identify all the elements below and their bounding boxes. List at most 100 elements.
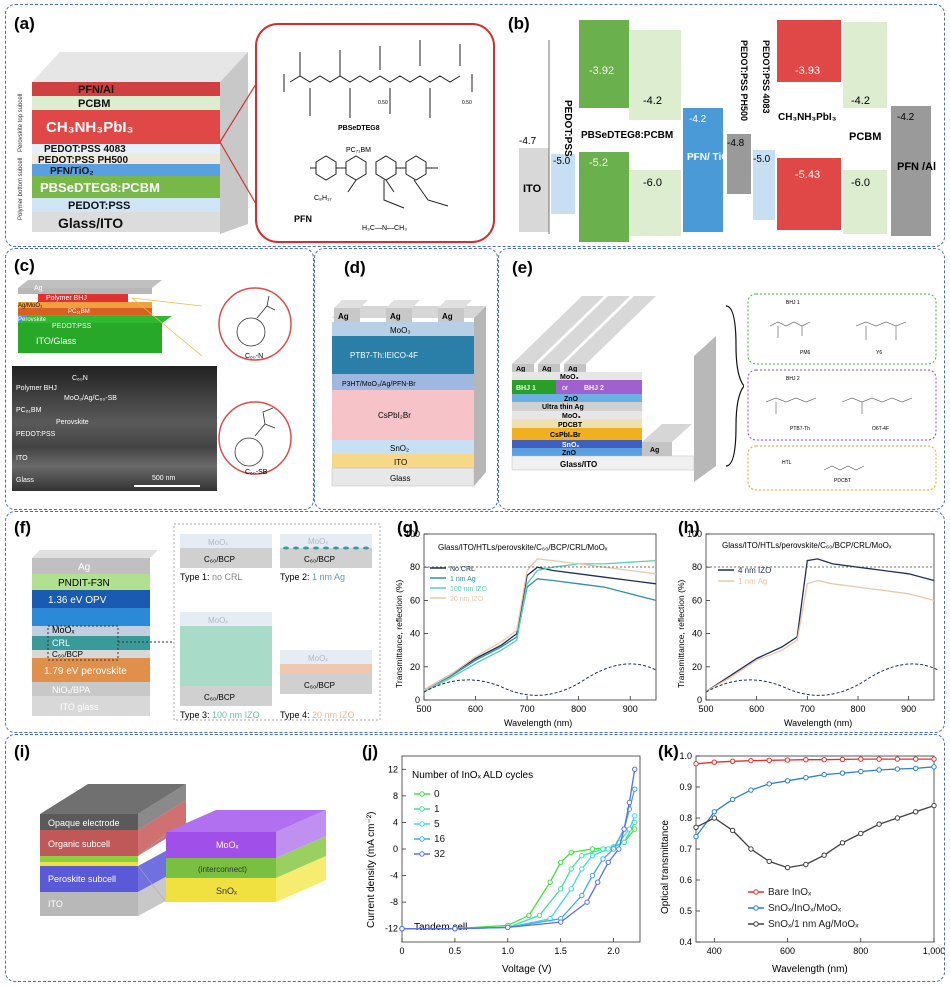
a-layer-pfn-al: PFN/Al <box>78 84 114 96</box>
j-series-4-point <box>399 926 405 932</box>
f-type3-label: Type 3: <box>180 710 210 720</box>
c-sem-c60n: C₆₀N <box>72 375 88 382</box>
j-series-2-point <box>632 813 638 819</box>
j-series-2-point <box>605 846 611 852</box>
svg-text:Type 1: no CRL: Type 1: no CRL <box>180 572 243 582</box>
e-layer-pdcbt: PDCBT <box>558 422 583 429</box>
k-xlabel: Wavelength (nm) <box>772 964 848 975</box>
a-mol1-label: PBSeDTEG8 <box>338 125 380 132</box>
a-layer-pbsedteg8: PBSeDTEG8:PCBM <box>40 180 160 195</box>
panel-label-d: (d) <box>344 258 366 277</box>
e-side-contact: Ag <box>650 447 659 454</box>
f-type3-moox: MoOₓ <box>208 616 228 625</box>
k-series-2-point <box>729 827 736 834</box>
k-legend-marker <box>753 905 759 911</box>
j-legend-title: Number of InOₓ ALD cycles <box>412 770 533 781</box>
j-ytick-label: -4 <box>390 871 398 881</box>
b-ph500-label: PEDOT:PSS PH500 <box>739 40 749 121</box>
panel-h-chart: Glass/ITO/HTLs/perovskite/C₆₀/BCP/CRL/Mo… <box>676 529 939 728</box>
j-series-2-point <box>626 826 633 832</box>
j-series-2-point <box>568 886 574 892</box>
h-ylabel: Transmittance, reflection (%) <box>676 580 686 688</box>
k-ytick-label: 0.9 <box>679 782 692 792</box>
f-type2-label: Type 2: <box>280 572 310 582</box>
d-layer-ito: ITO <box>394 458 407 467</box>
j-legend-marker <box>419 851 425 857</box>
j-legend-marker <box>419 791 425 797</box>
j-series-0-point <box>547 879 553 885</box>
j-series-3-point <box>632 786 638 792</box>
b-ph500-level: -4.8 <box>727 138 745 149</box>
k-series-2-point <box>858 830 864 837</box>
f-type1-desc: no CRL <box>212 572 243 582</box>
d-layer-moo3: MoO₃ <box>390 326 411 335</box>
j-ytick-label: 8 <box>393 791 398 801</box>
k-ytick-label: 1.0 <box>679 751 692 761</box>
panel-label-f: (f) <box>14 518 31 537</box>
j-series-4-point <box>626 799 633 806</box>
j-ytick-label: 4 <box>393 817 398 827</box>
f-type4-c60: C₆₀/BCP <box>304 681 335 690</box>
a-layer-perovskite: CH₃NH₃PbI₃ <box>46 119 134 136</box>
k-series-2-point <box>931 802 937 809</box>
c-sem-pedot: PEDOT:PSS <box>16 431 56 438</box>
e-contact-2: Ag <box>542 366 551 373</box>
i-label-snox: SnOₓ <box>216 886 237 896</box>
panel-f-stack: Ag PNDIT-F3N 1.36 eV OPV MoOₓ CRL C₆₀/BC… <box>32 550 172 716</box>
panel-label-e: (e) <box>512 258 533 277</box>
k-series-0-point <box>858 756 864 762</box>
k-xtick-label: 400 <box>707 946 722 956</box>
f-type1-moox: MoOₓ <box>208 538 228 547</box>
h-legend-label: 1 nm Ag <box>738 577 767 586</box>
k-legend-marker <box>753 921 759 927</box>
panel-d-stack: Ag Ag Ag MoO₃ PTB7-Th:IEICO-4F P3HT/MoO₃… <box>331 300 486 487</box>
k-series-0-point <box>729 758 736 764</box>
g-legend-label: 100 nm IZO <box>450 586 488 593</box>
panel-frame-ab <box>5 4 945 247</box>
k-series-0-point <box>766 757 772 764</box>
g-legend-label: No CRL <box>450 566 475 573</box>
i-label-opaque: Opaque electrode <box>48 818 120 828</box>
j-series-4-point <box>505 924 511 931</box>
panel-b-energy-diagram: -4.7 ITO -5.0 PEDOT:PSS -3.92 -4.2 -5.2 … <box>519 20 936 242</box>
panel-label-g: (g) <box>397 518 419 537</box>
k-series-1-point <box>839 770 846 776</box>
j-series-4-point <box>452 926 458 932</box>
svg-text:Type 3: 100 nm IZO: Type 3: 100 nm IZO <box>180 710 260 720</box>
f-layer-itoglass: ITO glass <box>60 702 99 712</box>
f-type1-label: Type 1: <box>180 572 210 582</box>
g-xlabel: Wavelength (nm) <box>504 718 572 728</box>
j-series-3-point <box>600 856 606 862</box>
c-layer-bhj: Polymer BHJ <box>46 295 87 302</box>
e-box1-mol2: Y6 <box>876 350 882 356</box>
b-pfn-label: PFN/ TiO₂ <box>687 152 733 163</box>
k-ytick-label: 0.5 <box>679 906 692 916</box>
a-bottom-subcell-label: Polymer bottom subcell <box>18 158 24 220</box>
b-pfn-level: -4.2 <box>689 114 707 125</box>
j-series-0-point <box>568 849 574 856</box>
j-series-4-point <box>584 899 590 905</box>
f-layer-ag: Ag <box>78 562 90 573</box>
j-series-4-point <box>594 879 601 885</box>
d-contact-3: Ag <box>442 312 453 321</box>
k-series-2-point <box>876 821 882 827</box>
k-ytick-label: 0.6 <box>679 875 692 885</box>
f-type3-c60: C₆₀/BCP <box>204 693 235 702</box>
k-series-2-point <box>748 846 754 852</box>
a-top-subcell-label: Perovskite top subcell <box>18 94 24 152</box>
e-box1-title: BHJ 1 <box>786 300 800 306</box>
panel-c-sem-labels: C₆₀N Polymer BHJ MoO₃/Ag/C₆₀-SB PC₆₁BM P… <box>16 375 200 487</box>
h-ytick-label: 20 <box>692 662 702 672</box>
i-label-perovskite: Peroskite subcell <box>48 874 116 884</box>
j-xtick-label: 0.5 <box>449 946 462 956</box>
panel-label-b: (b) <box>508 14 530 33</box>
c-layer-perovskite: Perovskite <box>18 317 47 323</box>
g-title: Glass/ITO/HTLs/perovskite/C₆₀/BCP/CRL/Mo… <box>438 543 608 552</box>
j-ytick-label: -8 <box>390 897 398 907</box>
k-ylabel: Optical transmittance <box>660 820 671 914</box>
k-series-2-point <box>693 824 699 831</box>
j-legend-label: 32 <box>434 849 446 860</box>
k-legend-marker <box>753 889 759 895</box>
d-contact-1: Ag <box>338 312 349 321</box>
g-legend-label: 20 nm IZO <box>450 596 484 603</box>
